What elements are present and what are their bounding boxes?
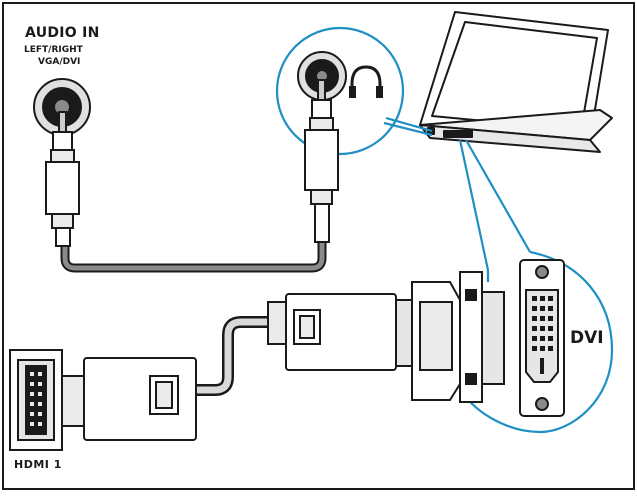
dvi-callout-arc (461, 250, 614, 434)
headphone-callout-circle (275, 26, 405, 156)
callout-lines (275, 26, 614, 434)
headphone-icon (349, 65, 383, 98)
audio-in-label: AUDIO IN (25, 25, 100, 41)
hdmi-port-tv (9, 349, 63, 451)
audio-plug-left (45, 111, 80, 247)
laptop-icon (419, 11, 613, 153)
audio-cable (60, 235, 327, 273)
hdmi-label: HDMI 1 (14, 458, 62, 471)
audio-plug-right (304, 79, 339, 243)
audio-in-sublabel-lr: LEFT/RIGHT (24, 45, 83, 55)
dvi-plug (267, 293, 397, 371)
dvi-port-pc (519, 259, 565, 417)
dvi-label: DVI (570, 328, 604, 348)
audio-jack-pc (297, 51, 347, 101)
hdmi-plug (61, 357, 197, 441)
audio-in-sublabel-vga: VGA/DVI (38, 57, 81, 67)
hdmi-dvi-cable (192, 316, 278, 396)
dvi-connector (395, 271, 505, 403)
